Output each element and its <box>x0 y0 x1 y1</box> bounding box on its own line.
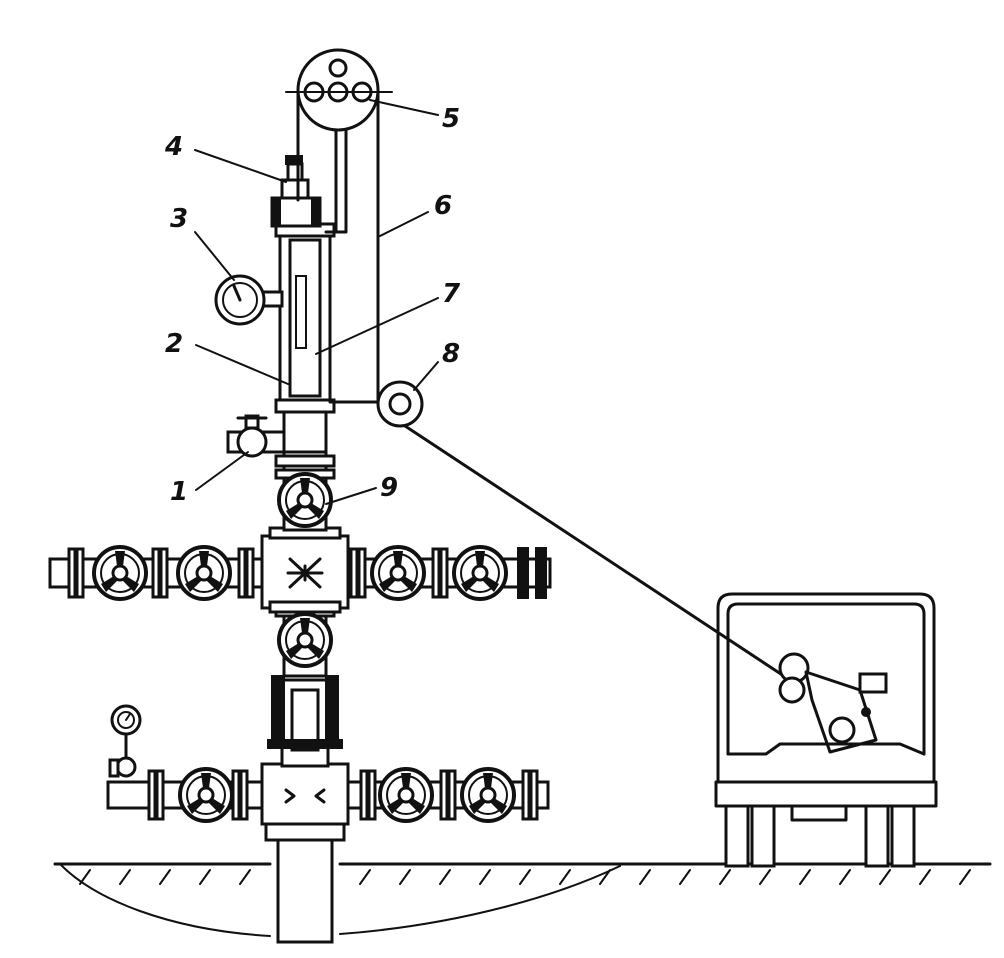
lubricator <box>274 222 336 454</box>
callout-7: 7 <box>442 279 461 309</box>
callout-9: 9 <box>380 473 398 503</box>
pressure-gauge <box>214 274 284 326</box>
callout-1: 1 <box>170 477 188 507</box>
callout-6: 6 <box>434 191 452 221</box>
lower-pressure-gauge <box>108 704 142 778</box>
ground <box>53 862 992 937</box>
wireline-cable <box>376 88 792 682</box>
lower-valve-row <box>106 704 550 826</box>
ground-hatching <box>79 869 971 885</box>
callout-4: 4 <box>164 132 183 162</box>
valve-handwheel <box>460 767 516 823</box>
callout-leaders <box>194 99 439 505</box>
valve-handwheel <box>178 767 234 823</box>
stuffing-box <box>270 155 322 228</box>
well-casing <box>264 812 346 944</box>
winch-truck <box>714 592 938 868</box>
tubing-head <box>267 675 343 768</box>
valve-handwheel <box>378 767 434 823</box>
callout-2: 2 <box>165 329 183 359</box>
bleed-valve <box>226 414 286 458</box>
callout-3: 3 <box>170 204 188 234</box>
callout-8: 8 <box>442 339 460 369</box>
top-sheave <box>285 48 393 234</box>
callout-5: 5 <box>442 104 460 134</box>
upper-valve-row <box>48 526 552 614</box>
callout-labels: 1 2 3 4 5 6 7 8 9 <box>164 104 461 507</box>
bottom-pulley <box>328 380 424 428</box>
swab-valve <box>274 448 336 532</box>
